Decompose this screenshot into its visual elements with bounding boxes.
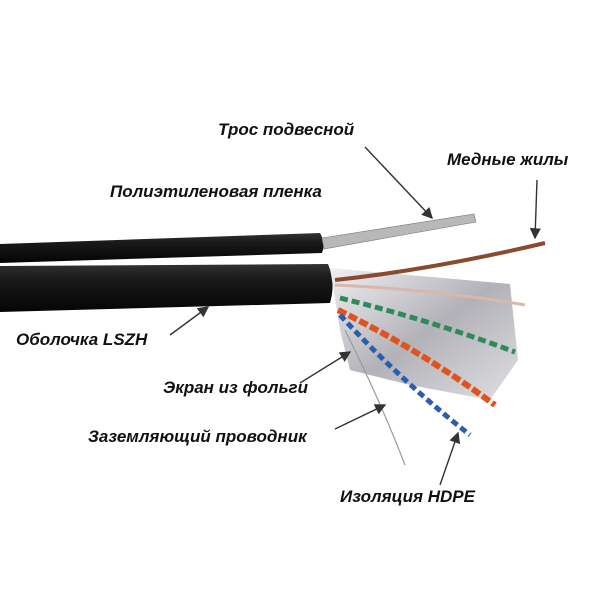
arrow-foil — [299, 351, 352, 384]
pair-brown — [334, 241, 546, 282]
pair-blue — [338, 313, 472, 437]
label-copper-cores: Медные жилы — [447, 150, 569, 169]
label-drain-wire: Заземляющий проводник — [88, 427, 307, 446]
label-messenger-wire: Трос подвесной — [218, 120, 355, 139]
label-hdpe-insulation: Изоляция HDPE — [340, 487, 475, 506]
label-lszh-jacket: Оболочка LSZH — [16, 330, 148, 349]
lszh-jacket — [0, 264, 333, 312]
arrow-messenger — [364, 146, 433, 220]
drain-wire — [344, 329, 406, 466]
label-polyethylene-film: Полиэтиленовая пленка — [110, 182, 322, 201]
arrow-drain — [334, 404, 387, 430]
foil-shield — [330, 268, 518, 400]
label-foil-shield: Экран из фольги — [163, 378, 308, 397]
pair-green — [339, 295, 516, 355]
arrow-jacket — [169, 306, 210, 336]
pair-orange — [336, 307, 497, 408]
steel-wire — [321, 213, 477, 250]
arrow-hdpe — [439, 431, 461, 486]
messenger-jacket — [0, 233, 324, 263]
arrow-copper — [529, 179, 541, 240]
